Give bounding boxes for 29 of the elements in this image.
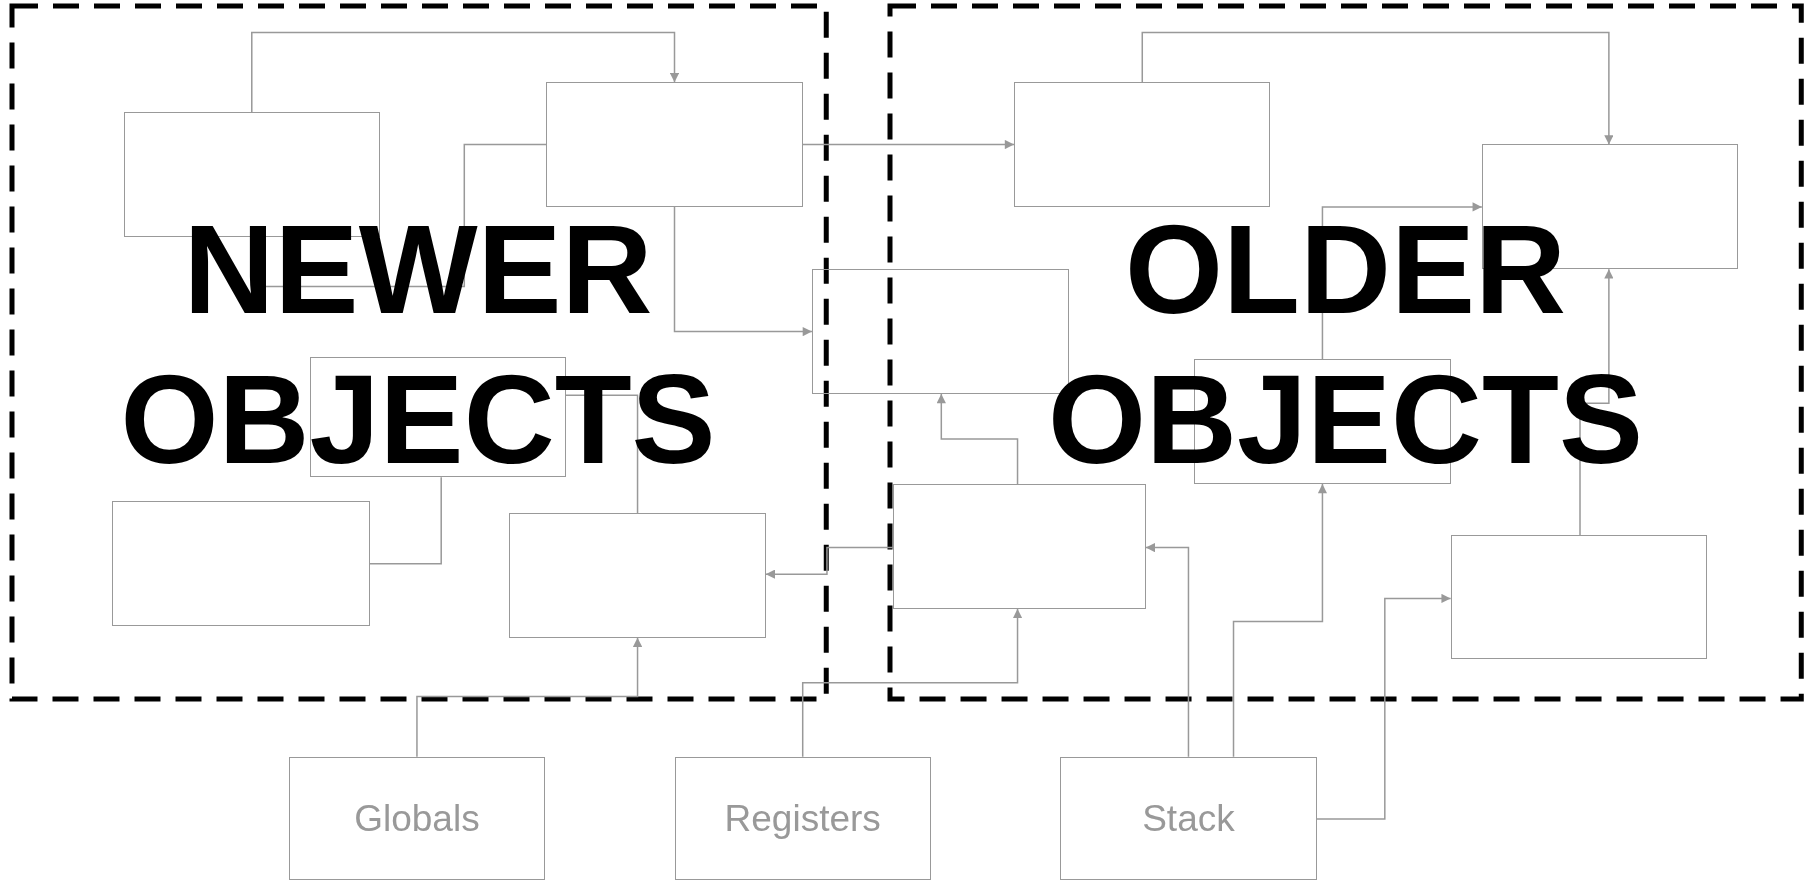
connector-arrow <box>1315 593 1452 820</box>
connector-arrow <box>765 546 894 579</box>
connector-arrow <box>801 608 1023 758</box>
region-title: OLDER OBJECTS <box>1046 197 1645 492</box>
root-label: Globals <box>354 796 480 841</box>
dashed-region <box>890 5 1802 699</box>
connector-arrow <box>801 139 1015 150</box>
root-label: Stack <box>1142 796 1235 841</box>
object-box <box>509 512 766 638</box>
connector-arrow <box>1579 268 1614 536</box>
object-box <box>1014 82 1271 207</box>
connector-arrow <box>1232 483 1328 758</box>
connector-arrow <box>1141 31 1614 146</box>
connector-arrow <box>936 393 1019 485</box>
root-label: Registers <box>724 796 881 841</box>
dashed-region <box>11 5 826 699</box>
root-box <box>674 756 931 881</box>
connector-arrow <box>673 206 813 337</box>
object-box <box>112 501 370 626</box>
connector-arrow <box>1145 543 1190 758</box>
object-box <box>1450 534 1708 660</box>
root-box <box>1060 756 1317 881</box>
connector-arrow <box>251 31 680 113</box>
root-box <box>288 756 546 881</box>
object-box <box>892 483 1146 609</box>
connector-arrow <box>416 636 643 758</box>
object-box <box>546 82 803 207</box>
region-title: NEWER OBJECTS <box>119 197 717 492</box>
connector-arrow <box>1321 202 1483 361</box>
